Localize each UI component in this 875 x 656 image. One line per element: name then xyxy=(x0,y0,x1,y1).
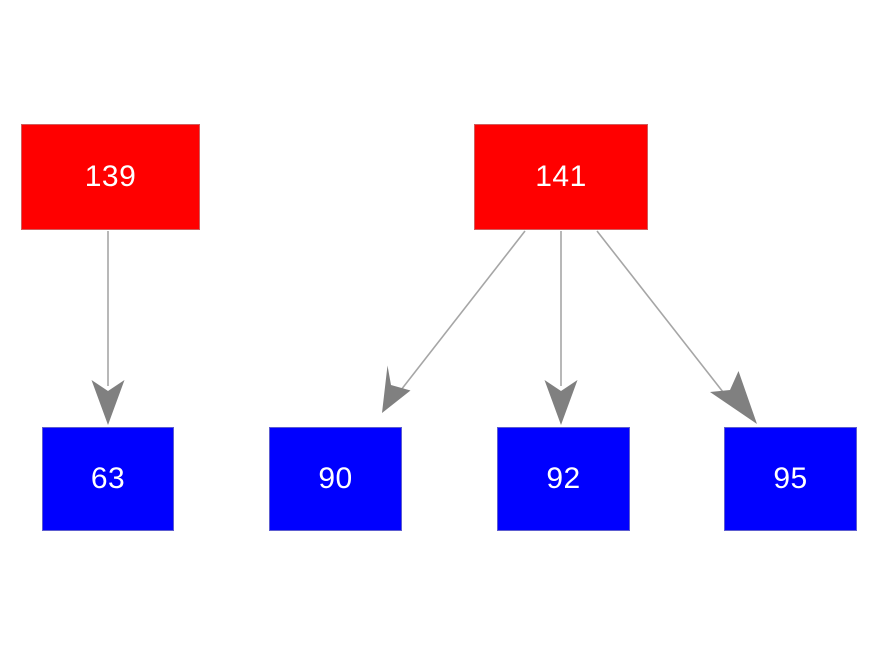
node-92[interactable]: 92 xyxy=(497,427,630,531)
node-63[interactable]: 63 xyxy=(42,427,174,531)
edge-line xyxy=(400,230,526,391)
node-label: 139 xyxy=(84,160,137,193)
node-label: 141 xyxy=(535,160,587,193)
node-label: 63 xyxy=(90,462,126,495)
edge-139-to-63 xyxy=(91,231,125,425)
edge-line xyxy=(596,230,724,393)
edge-141-to-95 xyxy=(596,230,757,424)
edge-141-to-92 xyxy=(544,231,578,425)
node-label: 95 xyxy=(773,462,808,495)
arrowhead-icon xyxy=(710,371,757,424)
node-90[interactable]: 90 xyxy=(269,427,402,531)
arrowhead-icon xyxy=(91,380,125,425)
node-label: 92 xyxy=(546,462,581,495)
arrowhead-icon xyxy=(544,380,578,425)
node-95[interactable]: 95 xyxy=(724,427,857,531)
node-label: 90 xyxy=(318,462,353,495)
node-139[interactable]: 139 xyxy=(21,124,200,230)
node-141[interactable]: 141 xyxy=(474,124,648,230)
edge-141-to-90 xyxy=(382,230,526,413)
arrowhead-icon xyxy=(382,365,411,413)
